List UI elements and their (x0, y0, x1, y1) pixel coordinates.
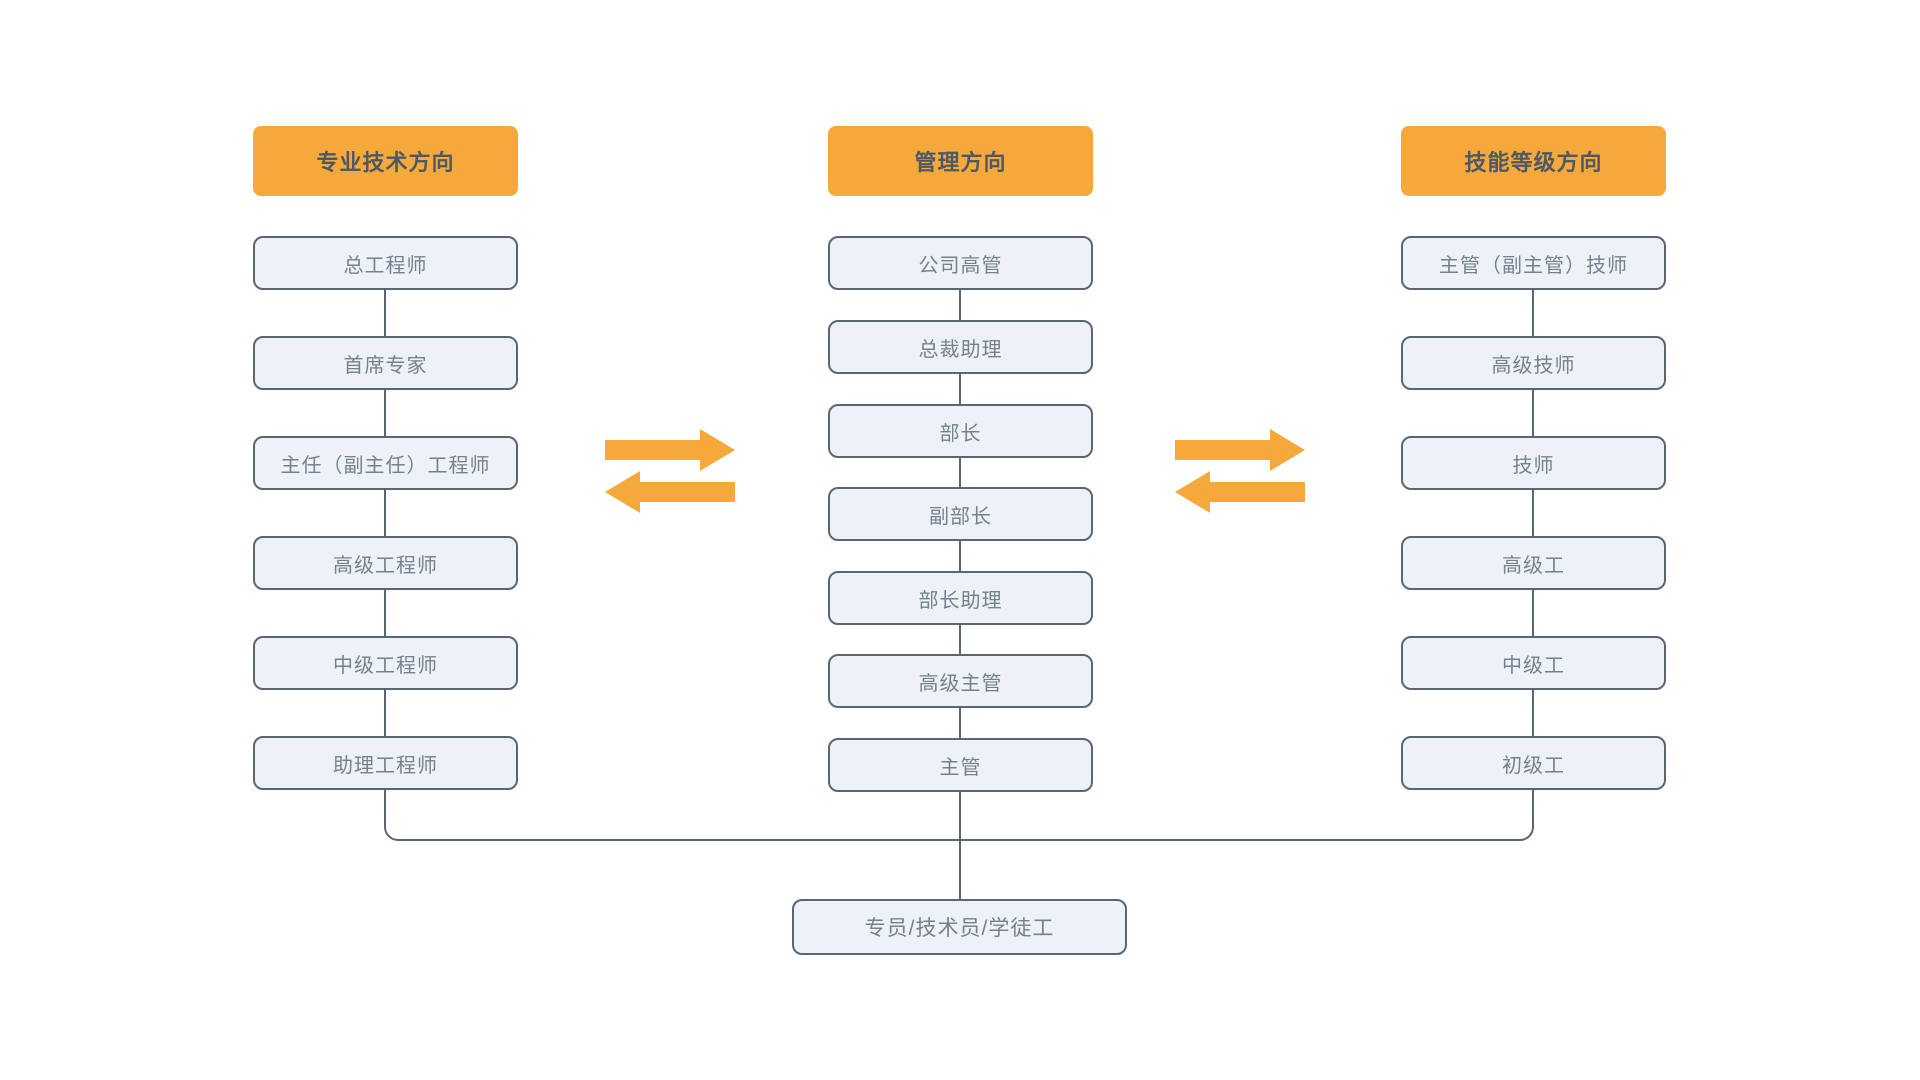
node-assistant-engineer: 助理工程师 (253, 736, 518, 790)
connector-line (384, 290, 386, 336)
node-technician: 技师 (1401, 436, 1666, 490)
connector-line (384, 690, 386, 736)
connector-line (1532, 690, 1534, 736)
connector-line (959, 374, 961, 404)
transfer-arrows-left (605, 429, 735, 513)
connector-line (384, 390, 386, 436)
connector-line (959, 541, 961, 571)
node-chief-engineer: 总工程师 (253, 236, 518, 290)
node-director-engineer: 主任（副主任）工程师 (253, 436, 518, 490)
node-executive: 公司高管 (828, 236, 1093, 290)
node-minister: 部长 (828, 404, 1093, 458)
connector-bus (384, 790, 1534, 841)
node-junior-worker: 初级工 (1401, 736, 1666, 790)
arrow-left-icon (605, 471, 735, 513)
node-deputy-minister: 副部长 (828, 487, 1093, 541)
node-president-assistant: 总裁助理 (828, 320, 1093, 374)
connector-line (1532, 390, 1534, 436)
node-senior-worker: 高级工 (1401, 536, 1666, 590)
node-mid-worker: 中级工 (1401, 636, 1666, 690)
node-chief-technician: 主管（副主管）技师 (1401, 236, 1666, 290)
node-chief-expert: 首席专家 (253, 336, 518, 390)
node-minister-assistant: 部长助理 (828, 571, 1093, 625)
connector-line (1532, 290, 1534, 336)
transfer-arrows-right (1175, 429, 1305, 513)
connector-line (384, 490, 386, 536)
arrow-right-icon (605, 429, 735, 471)
column-header-management: 管理方向 (828, 126, 1093, 196)
node-senior-technician: 高级技师 (1401, 336, 1666, 390)
node-entry-level: 专员/技术员/学徒工 (792, 899, 1127, 955)
connector-line (959, 290, 961, 320)
node-mid-engineer: 中级工程师 (253, 636, 518, 690)
arrow-left-icon (1175, 471, 1305, 513)
connector-line (384, 590, 386, 636)
connector-line-to-bottom (959, 792, 961, 899)
column-header-skill: 技能等级方向 (1401, 126, 1666, 196)
node-senior-supervisor: 高级主管 (828, 654, 1093, 708)
connector-line (959, 625, 961, 654)
node-supervisor: 主管 (828, 738, 1093, 792)
connector-line (1532, 490, 1534, 536)
node-senior-engineer: 高级工程师 (253, 536, 518, 590)
connector-line (1532, 590, 1534, 636)
arrow-right-icon (1175, 429, 1305, 471)
column-header-technical: 专业技术方向 (253, 126, 518, 196)
connector-line (959, 458, 961, 487)
connector-line (959, 708, 961, 738)
